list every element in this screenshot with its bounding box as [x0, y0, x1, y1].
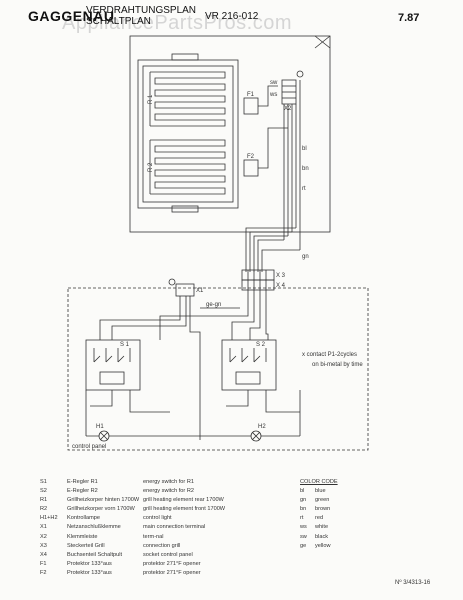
- document-title: VERDRAHTUNGSPLAN SCHALTPLAN: [86, 5, 196, 27]
- label-s2: S 2: [256, 342, 266, 348]
- watermark: AppliancePartsPros.com: [62, 12, 292, 34]
- heating-element-r2: [150, 139, 226, 195]
- protector-f2: [243, 159, 259, 177]
- wire-label-ws: ws: [269, 92, 277, 98]
- note-bimetal: on bi-metal by time: [312, 362, 363, 368]
- grill-housing-outline: [129, 35, 331, 233]
- document-number: VR 216-012: [205, 11, 259, 22]
- energy-switch-s2: [221, 339, 277, 391]
- label-h1: H1: [96, 424, 104, 430]
- label-r2: R 2: [148, 162, 154, 172]
- label-x4: X 4: [276, 283, 286, 289]
- color-code-title: COLOR CODE: [300, 479, 338, 485]
- heating-element-frame: [137, 59, 239, 209]
- heating-element-r1: [150, 71, 226, 127]
- connector-x4: [241, 279, 275, 291]
- label-ge-gn: ge-gn: [206, 302, 221, 308]
- label-control-panel: control panel: [72, 444, 106, 450]
- ground-symbol: [296, 70, 304, 78]
- wire-label-gn: gn: [302, 254, 309, 260]
- label-x3: X 3: [276, 273, 286, 279]
- document-version: 7.87: [398, 12, 420, 24]
- protector-f1: [243, 97, 259, 115]
- wire-label-bn: bn: [302, 166, 309, 172]
- wire-label-rt: rt: [302, 186, 306, 192]
- label-x2: X2: [284, 106, 292, 112]
- label-x1: X1: [196, 288, 204, 294]
- label-r1: R 1: [148, 94, 154, 104]
- wire-label-sw: sw: [270, 80, 278, 86]
- note-contact: x contact P1-2cycles: [302, 352, 357, 358]
- label-h2: H2: [258, 424, 266, 430]
- energy-switch-s1: [85, 339, 141, 391]
- label-f1: F1: [247, 92, 255, 98]
- doc-title-line1: VERDRAHTUNGSPLAN: [86, 5, 197, 16]
- control-panel-outline: [67, 287, 369, 451]
- brand-logo-text: GAGGENAU: [28, 8, 115, 24]
- label-f2: F2: [247, 154, 255, 160]
- mains-terminal-x1: [175, 283, 195, 297]
- doc-title-line2: SCHALTPLAN: [86, 16, 151, 27]
- drawing-reference-number: Nº 3/4313-16: [395, 580, 431, 586]
- wire-label-bl: bl: [302, 146, 307, 152]
- label-s1: S 1: [120, 342, 130, 348]
